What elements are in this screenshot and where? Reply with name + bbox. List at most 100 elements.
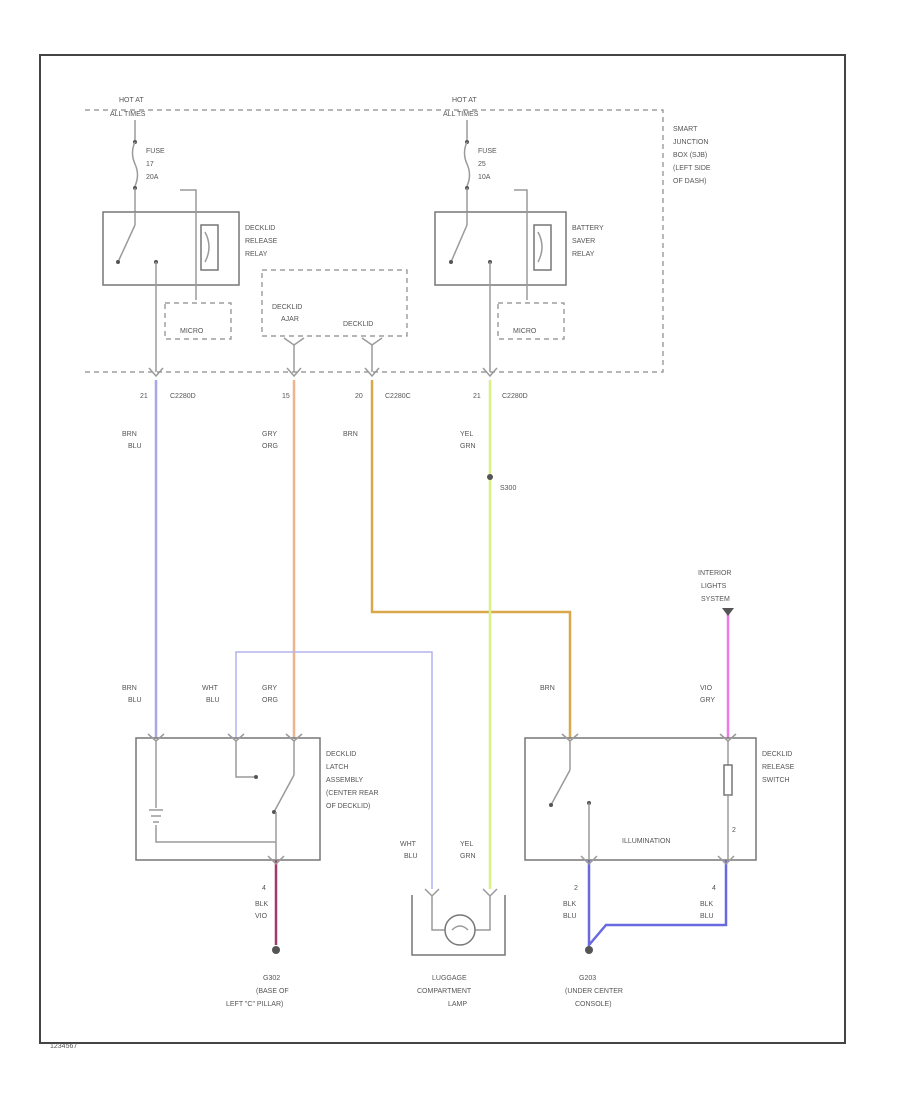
lamp-line3: LAMP [448,1001,467,1008]
interior-line2: LIGHTS [701,583,727,590]
wire-label-5b: BLU [128,697,142,704]
interior-line3: SYSTEM [701,596,730,603]
sjb-label-line2: JUNCTION [673,139,708,146]
connector-id-3: C2280C [385,393,411,400]
lamp-line1: LUGGAGE [432,975,467,982]
splice-s300 [487,474,493,480]
wire-label-6a: WHT [202,685,219,692]
wire-label-3: BRN [343,431,358,438]
wire-label-11a: YEL [460,841,473,848]
power-left-line2: ALL TIMES [110,111,146,118]
decklid-ajar-box [261,269,408,337]
wire-label-8: BRN [540,685,555,692]
wire-label-6b: BLU [206,697,220,704]
switch-pin-2: 2 [732,827,736,834]
ground-left-line2: (BASE OF [256,988,289,995]
pin-1: 21 [140,393,148,400]
fuse-right-rating: 10A [478,174,491,181]
sjb-label-line4: (LEFT SIDE [673,165,711,172]
decklid-label: DECKLID [343,321,373,328]
connector-2 [286,367,302,378]
wire-label-2a: GRY [262,431,277,438]
fuse-right-number: 25 [478,161,486,168]
ground-right-dot [585,946,593,954]
micro-right-box [497,302,565,340]
ground-right-line3: CONSOLE) [575,1001,612,1008]
lamp-line2: COMPARTMENT [417,988,472,995]
decklid-connector [361,337,383,346]
illumination-label: ILLUMINATION [622,838,671,845]
wire-label-12a: BLK [255,901,269,908]
wire-label-4b: GRN [460,443,476,450]
wire-label-13b: BLU [563,913,577,920]
latch-line3: ASSEMBLY [326,777,364,784]
power-right-line2: ALL TIMES [443,111,479,118]
latch-line2: LATCH [326,764,348,771]
wire-label-7a: GRY [262,685,277,692]
bottom-pin-1: 4 [262,885,266,892]
wire-wht-blu [235,651,433,889]
diagram-frame [39,54,846,1044]
connector-id-4: C2280D [502,393,528,400]
fuse-right-name: FUSE [478,148,497,155]
switch-line2: RELEASE [762,764,795,771]
wire-label-1a: BRN [122,431,137,438]
wire-label-1b: BLU [128,443,142,450]
pin-3: 20 [355,393,363,400]
relay-right-line3: RELAY [572,251,595,258]
wire-label-4a: YEL [460,431,473,438]
sjb-label-line1: SMART [673,126,698,133]
figure-id: 1234567 [50,1043,77,1050]
decklid-ajar-line2: AJAR [281,316,299,323]
relay-right-line2: SAVER [572,238,595,245]
connector-4 [482,367,498,378]
wire-label-2b: ORG [262,443,278,450]
battery-saver-relay [434,189,567,372]
interior-connector-icon [722,608,734,616]
latch-line1: DECKLID [326,751,356,758]
decklid-ajar-line1: DECKLID [272,304,302,311]
wire-label-14b: BLU [700,913,714,920]
relay-left-line2: RELEASE [245,238,278,245]
connector-1 [148,367,164,378]
latch-line5: OF DECKLID) [326,803,370,810]
wire-label-9a: VIO [700,685,713,692]
luggage-lamp-symbol [411,888,506,956]
pin-2: 15 [282,393,290,400]
power-left-line1: HOT AT [119,97,144,104]
wire-label-5a: BRN [122,685,137,692]
relay-left-line3: RELAY [245,251,268,258]
fuse-left-name: FUSE [146,148,165,155]
connector-id-1: C2280D [170,393,196,400]
ajar-connector [283,337,305,346]
pin-4: 21 [473,393,481,400]
fuse-right-symbol [463,120,471,212]
decklid-release-switch [524,733,757,866]
power-right-line1: HOT AT [452,97,477,104]
bottom-pin-3: 4 [712,885,716,892]
fuse-left-symbol [131,120,139,212]
bottom-pin-2: 2 [574,885,578,892]
ground-right-line2: (UNDER CENTER [565,988,623,995]
relay-left-line1: DECKLID [245,225,275,232]
wire-blk-blu [587,860,728,949]
wire-label-10b: BLU [404,853,418,860]
decklid-release-relay [102,189,240,372]
ground-right-line1: G203 [579,975,596,982]
micro-left-label: MICRO [180,328,204,335]
fuse-left-number: 17 [146,161,154,168]
connector-3 [364,367,380,378]
wire-label-13a: BLK [563,901,577,908]
micro-right-label: MICRO [513,328,537,335]
wire-brn [370,380,572,738]
relay-right-line1: BATTERY [572,225,604,232]
ground-left-dot [272,946,280,954]
splice-label: S300 [500,485,516,492]
switch-line3: SWITCH [762,777,790,784]
sjb-label-line3: BOX (SJB) [673,152,707,159]
wire-label-10a: WHT [400,841,417,848]
micro-left-box [164,302,232,340]
sjb-boundary [85,109,664,373]
